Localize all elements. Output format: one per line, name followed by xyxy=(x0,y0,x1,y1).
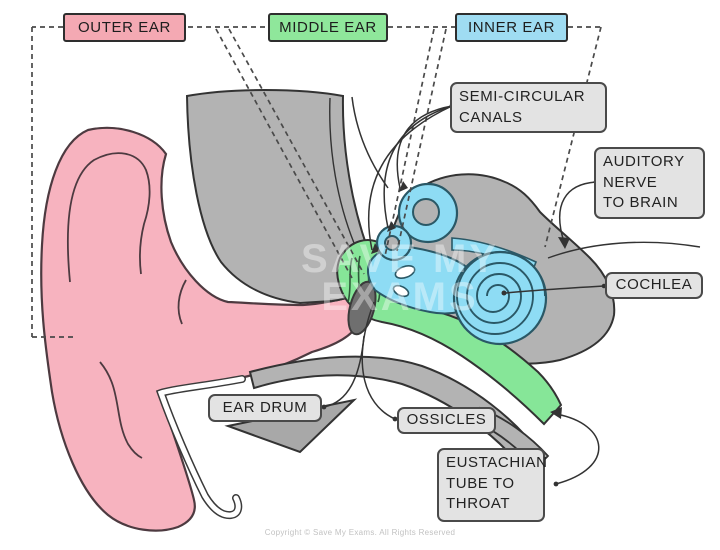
dashed-connectors xyxy=(31,26,602,338)
middle-ear-label: MIDDLE EAR xyxy=(268,13,388,42)
ossicle-bones-lines xyxy=(347,255,381,309)
dashed-connector-outer-ear xyxy=(31,26,74,338)
semicircular-canal-loop-large-hole xyxy=(412,198,440,226)
ear-drum-label: EAR DRUM xyxy=(208,394,322,422)
leader-arrowheads xyxy=(371,181,570,419)
leader-semicircular-3 xyxy=(367,105,453,251)
arrowhead-eustachian xyxy=(550,407,562,419)
auditory-nerve-line xyxy=(547,241,701,259)
dot-cochlea-center xyxy=(501,290,507,296)
dashed-pointer-ovalwindow-b xyxy=(396,28,447,252)
canal-band-inner-contour xyxy=(329,97,355,244)
cochlea-spiral xyxy=(456,251,546,335)
pinna-antihelix-fold-line xyxy=(177,279,187,325)
eustachian-tube-label: EUSTACHIAN TUBE TO THROAT xyxy=(437,448,547,522)
dot-eardrum-label xyxy=(321,404,327,410)
copyright-text: Copyright © Save My Exams. All Rights Re… xyxy=(264,528,456,537)
leader-ossicles xyxy=(361,301,396,420)
canal-floor-ribbon xyxy=(157,376,245,518)
semi-circular-canals-label: SEMI-CIRCULAR CANALS xyxy=(450,82,607,134)
arrowhead-semicircular-2 xyxy=(387,221,396,232)
skull-contour-line xyxy=(351,96,389,189)
leader-cochlea xyxy=(505,285,605,294)
dashed-pointer-ovalwindow-a xyxy=(384,28,435,257)
dashed-pointer-eardrum-b xyxy=(228,28,365,275)
leader-semicircular-2 xyxy=(383,105,453,229)
arrowhead-semicircular-3 xyxy=(371,243,380,254)
eardrum-shape xyxy=(347,280,377,336)
round-window-shape xyxy=(392,284,410,298)
arrowhead-semicircular-1 xyxy=(399,181,408,192)
dashed-pointer-inner-ear xyxy=(544,26,602,248)
earlobe-crease-line xyxy=(99,361,143,459)
cochlea-label: COCHLEA xyxy=(605,272,703,299)
outer-ear-label: OUTER EAR xyxy=(63,13,186,42)
dot-eustachian-label xyxy=(553,481,559,487)
arrowhead-auditory-nerve xyxy=(558,237,570,249)
dot-ossicles-label xyxy=(392,416,398,422)
pinna-helix-fold-line xyxy=(66,152,151,283)
leader-eustachian xyxy=(555,413,600,485)
dashed-pointer-eardrum-a xyxy=(215,28,353,279)
auditory-nerve-label: AUDITORY NERVE TO BRAIN xyxy=(594,147,705,220)
leader-auditory-nerve xyxy=(559,181,597,243)
leader-lines xyxy=(323,105,605,485)
oval-window-shape xyxy=(394,265,416,279)
inner-ear-label: INNER EAR xyxy=(455,13,568,42)
ossicles-label: OSSICLES xyxy=(397,407,496,434)
